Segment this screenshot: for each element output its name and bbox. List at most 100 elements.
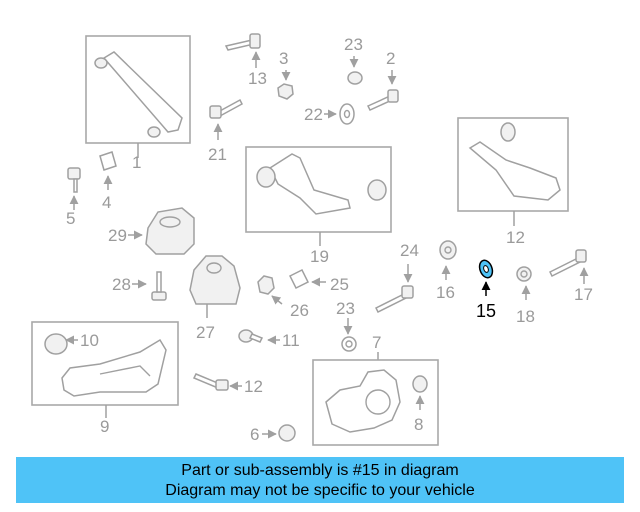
part-9-arm-detail <box>99 365 151 377</box>
callout-16: 16 <box>436 283 455 302</box>
part-15-group: 15 <box>476 259 496 321</box>
callout-19: 19 <box>310 247 329 266</box>
part-11-bolt-shank <box>248 333 264 343</box>
part-29-mount-detail <box>159 216 181 228</box>
callout-5: 5 <box>66 209 75 228</box>
part-7-knuckle <box>325 369 401 433</box>
part-15-washer-hole <box>483 265 489 273</box>
callout-24: 23 <box>336 299 355 318</box>
part-7-group: 7 8 <box>312 333 439 446</box>
callout-15-highlighted: 15 <box>476 301 496 321</box>
part-29-mount <box>145 207 195 255</box>
part-26-leader <box>271 295 283 305</box>
part-21-washer <box>339 103 355 125</box>
banner-line-2: Diagram may not be specific to your vehi… <box>165 482 475 499</box>
part-12-bolt-head <box>215 379 229 391</box>
part-27-mount-detail <box>206 262 222 274</box>
part-16-bushing-hole <box>444 246 452 254</box>
part-6-group: 6 <box>250 424 296 444</box>
part-26-nut <box>257 275 275 295</box>
part-24-washer <box>341 336 357 352</box>
part-5-bolt-head <box>67 167 81 180</box>
part-7-hub-bore <box>365 389 391 415</box>
callout-9: 9 <box>100 417 109 436</box>
part-18-nut-hole <box>520 270 528 278</box>
part-4-bracket <box>99 151 117 171</box>
callout-3: 3 <box>279 49 288 68</box>
part-18-group: 18 <box>516 266 535 326</box>
callout-20: 21 <box>208 145 227 164</box>
part-27-group: 27 <box>189 255 241 342</box>
callout-7: 7 <box>372 333 381 352</box>
part-29-group: 29 <box>108 207 195 255</box>
callout-21: 22 <box>304 105 323 124</box>
callout-22: 23 <box>344 35 363 54</box>
part-9-group: 10 9 <box>31 321 179 436</box>
part-25-group: 25 <box>288 268 349 294</box>
callout-1: 1 <box>132 153 141 172</box>
info-banner: Part or sub-assembly is #15 in diagram D… <box>16 457 624 503</box>
part-13-group: 12 <box>457 117 569 247</box>
callout-23: 24 <box>400 241 419 260</box>
part-19-control-arm <box>269 153 351 215</box>
part-11-group: 11 <box>238 329 300 350</box>
part-1-bushing-a <box>94 57 108 69</box>
part-23-bolt-head <box>401 285 414 299</box>
part-28-bolt-shank <box>156 271 162 293</box>
part-5-group: 5 <box>66 167 81 228</box>
part-10-bushing <box>44 333 68 355</box>
callout-29: 29 <box>108 226 127 245</box>
callout-18: 18 <box>516 307 535 326</box>
callout-10: 10 <box>80 331 99 350</box>
callout-2: 2 <box>386 49 395 68</box>
banner-line-1: Part or sub-assembly is #15 in diagram <box>181 462 459 479</box>
callout-11: 11 <box>282 331 300 350</box>
part-19-bushing-b <box>367 179 387 201</box>
part-12-group: 12 <box>192 373 263 396</box>
part-19-group: 19 <box>245 146 392 266</box>
part-25-clip <box>288 268 310 290</box>
callout-28: 28 <box>112 275 131 294</box>
part-23-group: 24 <box>374 241 419 314</box>
part-17-group: 17 <box>548 249 593 304</box>
callout-27: 27 <box>196 323 215 342</box>
callout-8: 8 <box>414 415 423 434</box>
part-20-bolt-head <box>209 105 222 119</box>
part-27-mount <box>189 255 241 305</box>
part-5-bolt-shank <box>73 178 78 193</box>
part-21-washer-hole <box>343 109 351 119</box>
callout-4: 4 <box>102 193 111 212</box>
part-13-bushing <box>500 122 516 142</box>
part-2-bolt-head <box>387 89 399 103</box>
part-28-group: 28 <box>112 271 167 301</box>
part-14-bolt-head <box>249 33 261 49</box>
part-28-bolt-head <box>151 291 167 301</box>
callout-17: 17 <box>574 285 593 304</box>
callout-6: 6 <box>250 425 259 444</box>
part-3-nut <box>277 83 294 100</box>
part-9-trailing-arm <box>61 338 167 397</box>
part-22-bushing <box>347 71 363 85</box>
part-24-washer-hole <box>345 340 353 348</box>
part-16-bushing <box>439 240 457 260</box>
part-1-link-arm <box>102 51 183 133</box>
part-1-bushing-b <box>147 126 161 138</box>
part-4-group: 4 <box>99 151 117 212</box>
part-6-nut <box>278 424 296 442</box>
callout-25: 25 <box>330 275 349 294</box>
part-19-bushing-a <box>256 166 276 188</box>
part-3-group: 3 <box>277 49 294 100</box>
part-13-control-arm <box>468 141 561 201</box>
part-20-group: 21 <box>208 98 243 164</box>
part-18-nut <box>516 266 532 282</box>
part-8-bushing <box>412 375 428 393</box>
part-16-group: 16 <box>436 240 457 302</box>
callout-13: 12 <box>506 228 525 247</box>
callout-14: 13 <box>248 69 267 88</box>
part-26-group: 26 <box>257 275 309 320</box>
part-17-bolt-head <box>575 249 587 263</box>
part-24-group: 23 <box>336 299 357 352</box>
part-2-group: 2 <box>366 49 399 111</box>
part-22-group: 23 <box>344 35 363 85</box>
